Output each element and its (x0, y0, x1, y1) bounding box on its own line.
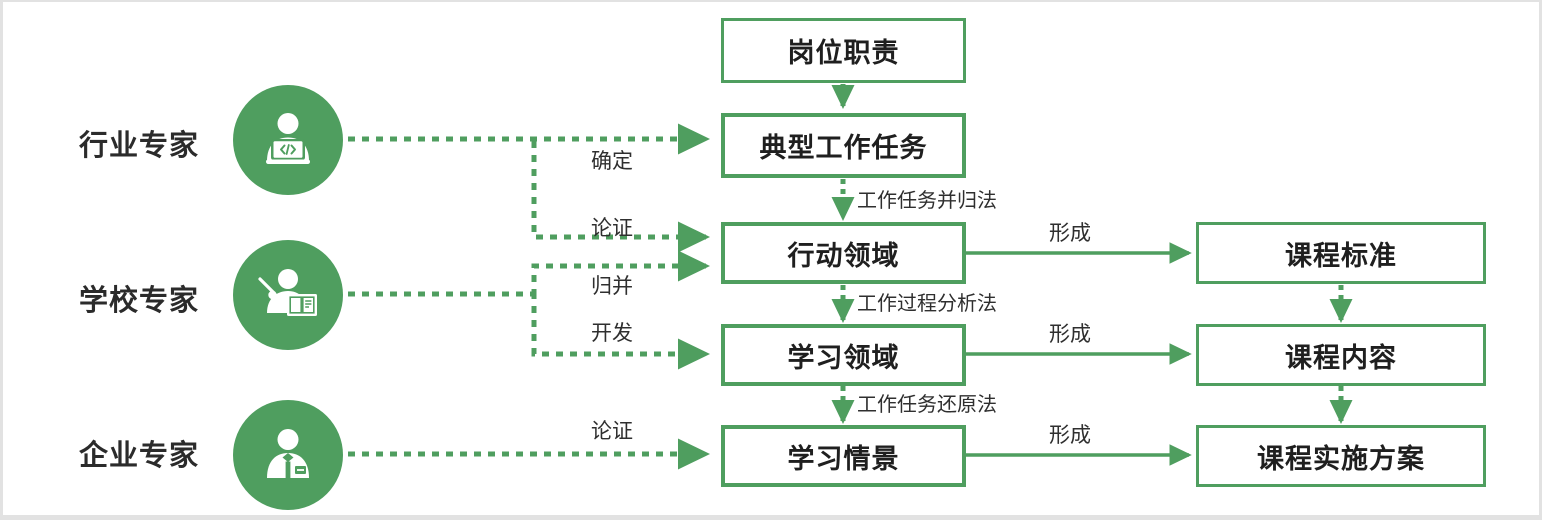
box-typical-task[interactable]: 典型工作任务 (721, 113, 966, 178)
edge-label-form-2: 形成 (1049, 322, 1091, 346)
box-learning-scene[interactable]: 学习情景 (721, 425, 966, 487)
box-learning-field[interactable]: 学习领域 (721, 324, 966, 386)
role-label-school-expert: 学校专家 (79, 283, 200, 317)
edge-label-determine: 确定 (591, 149, 633, 173)
edge-label-demonstrate-2: 论证 (591, 419, 633, 443)
edge-label-develop: 开发 (591, 321, 633, 345)
edge-label-merge: 归并 (591, 274, 633, 298)
avatar-industry-expert[interactable] (233, 85, 343, 195)
box-duty[interactable]: 岗位职责 (721, 18, 966, 83)
teacher-pointer-book-icon (255, 267, 321, 323)
role-label-enterprise-expert: 企业专家 (79, 438, 200, 472)
edge-label-task-restore-method: 工作任务还原法 (857, 392, 997, 416)
box-action-field[interactable]: 行动领域 (721, 222, 966, 284)
box-course-content[interactable]: 课程内容 (1196, 324, 1486, 386)
box-course-standard[interactable]: 课程标准 (1196, 222, 1486, 284)
person-necktie-badge-icon (259, 428, 317, 482)
edge-label-task-merge-method: 工作任务并归法 (857, 188, 997, 212)
role-label-industry-expert: 行业专家 (79, 128, 200, 162)
edge-label-form-3: 形成 (1049, 423, 1091, 447)
avatar-school-expert[interactable] (233, 240, 343, 350)
edge-label-form-1: 形成 (1049, 221, 1091, 245)
avatar-enterprise-expert[interactable] (233, 400, 343, 510)
person-laptop-code-icon (257, 112, 319, 168)
box-course-plan[interactable]: 课程实施方案 (1196, 425, 1486, 487)
edge-label-demonstrate-1: 论证 (591, 216, 633, 240)
edge-label-process-analysis-method: 工作过程分析法 (857, 291, 997, 315)
diagram-canvas: 行业专家 学校专家 企业专家 (3, 2, 1539, 515)
